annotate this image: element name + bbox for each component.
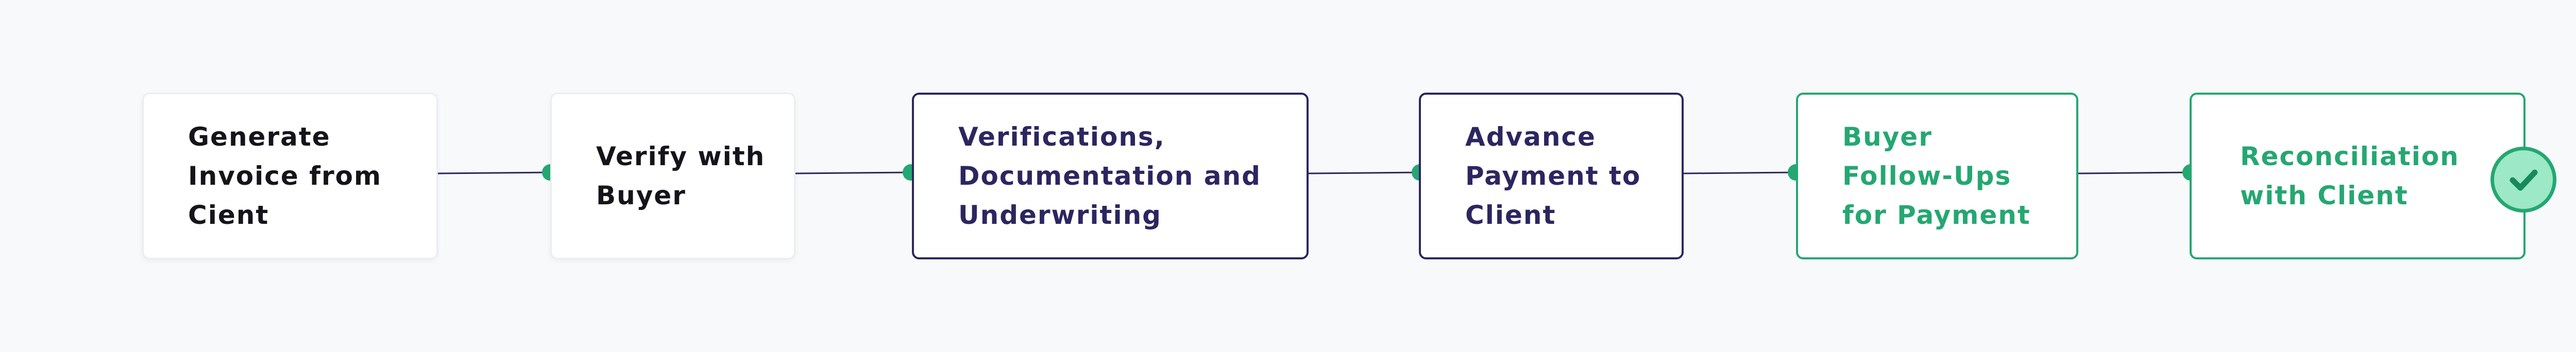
connector-line [437,171,551,174]
step-label-line: Client [1465,200,1556,230]
step-label-line: Documentation and [958,161,1261,191]
step-verifications-underwriting: Verifications, Documentation and Underwr… [912,93,1309,259]
step-label-line: Underwriting [958,200,1162,230]
check-icon [2490,147,2556,213]
step-label-line: Generate [188,122,331,152]
step-label-line: Verify with [596,142,766,171]
checkmark-glyph [2510,169,2538,191]
connector-line [1683,171,1797,174]
step-label: Verify with Buyer [596,137,765,215]
step-label: Advance Payment to Client [1465,117,1641,235]
step-label-line: Cient [188,200,269,230]
step-label: Buyer Follow-Ups for Payment [1842,117,2031,235]
step-advance-payment: Advance Payment to Client [1419,93,1684,259]
step-label: Verifications, Documentation and Underwr… [958,117,1261,235]
step-generate-invoice: Generate Invoice from Cient [142,93,438,259]
connector-line [795,171,911,174]
step-label-line: Payment to [1465,161,1641,191]
step-label-line: Invoice from [188,161,382,191]
step-label-line: for Payment [1842,200,2031,230]
step-reconciliation: Reconciliation with Client [2190,93,2526,259]
connector-line [2078,171,2191,174]
step-label: Reconciliation with Client [2240,137,2460,215]
step-label-line: with Client [2240,181,2409,210]
step-label: Generate Invoice from Cient [188,117,382,235]
step-label-line: Buyer [1842,122,1933,152]
step-verify-with-buyer: Verify with Buyer [550,93,795,259]
step-buyer-follow-ups: Buyer Follow-Ups for Payment [1796,93,2078,259]
step-label-line: Reconciliation [2240,142,2460,171]
step-label-line: Buyer [596,181,686,210]
step-label-line: Follow-Ups [1842,161,2012,191]
step-label-line: Verifications, [958,122,1165,152]
step-label-line: Advance [1465,122,1596,152]
connector-line [1308,171,1420,174]
